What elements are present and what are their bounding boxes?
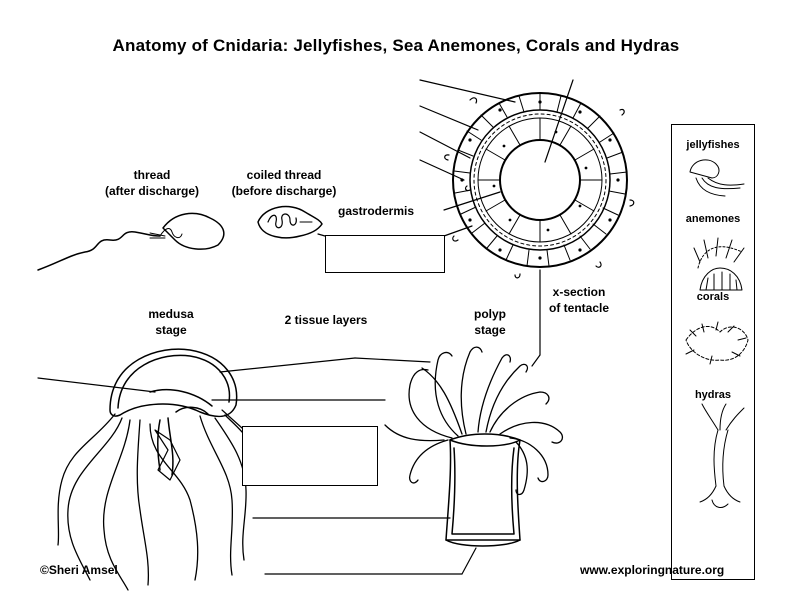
answer-box-tissue-top[interactable] — [325, 235, 445, 273]
tissue-layers-label: 2 tissue layers — [284, 313, 368, 327]
x-section-label-line2: of tentacle — [548, 301, 609, 315]
x-section-label-line1: x-section — [552, 285, 606, 299]
polyp-drawing — [252, 346, 564, 575]
medusa-stage-label: medusa stage — [136, 306, 206, 338]
medusa-label-line1: medusa — [148, 307, 194, 321]
sidebar-item-hydras: hydras — [694, 389, 732, 401]
coiled-thread-label-line2: (before discharge) — [231, 184, 337, 198]
sidebar-item-jellyfishes: jellyfishes — [686, 139, 740, 151]
coiled-thread-label: coiled thread (before discharge) — [218, 167, 350, 199]
answer-box-tissue-bottom[interactable] — [242, 426, 378, 486]
medusa-drawing — [37, 348, 386, 591]
sidebar-item-anemones: anemones — [685, 213, 741, 225]
cnidaria-types-sidebar: jellyfishes anemones corals hydras — [671, 124, 755, 580]
polyp-label-line2: stage — [474, 323, 506, 337]
medusa-label-line2: stage — [155, 323, 187, 337]
tentacle-cross-section-drawing — [317, 79, 635, 367]
copyright-text: ©Sheri Amsel — [40, 563, 118, 577]
coiled-thread-drawing — [257, 205, 323, 239]
sidebar-item-corals: corals — [696, 291, 730, 303]
website-link[interactable]: www.exploringnature.org — [580, 563, 725, 577]
thread-label-line2: (after discharge) — [104, 184, 200, 198]
page-title: Anatomy of Cnidaria: Jellyfishes, Sea An… — [112, 36, 680, 55]
x-section-label: x-section of tentacle — [536, 284, 622, 316]
polyp-stage-label: polyp stage — [460, 306, 520, 338]
thread-label-line1: thread — [133, 168, 171, 182]
polyp-label-line1: polyp — [474, 307, 506, 321]
gastrodermis-label: gastrodermis — [338, 204, 415, 218]
coiled-thread-label-line1: coiled thread — [246, 168, 322, 182]
sidebar-thumbnails — [685, 159, 749, 508]
thread-label: thread (after discharge) — [92, 167, 212, 199]
discharged-thread-drawing — [37, 212, 225, 271]
